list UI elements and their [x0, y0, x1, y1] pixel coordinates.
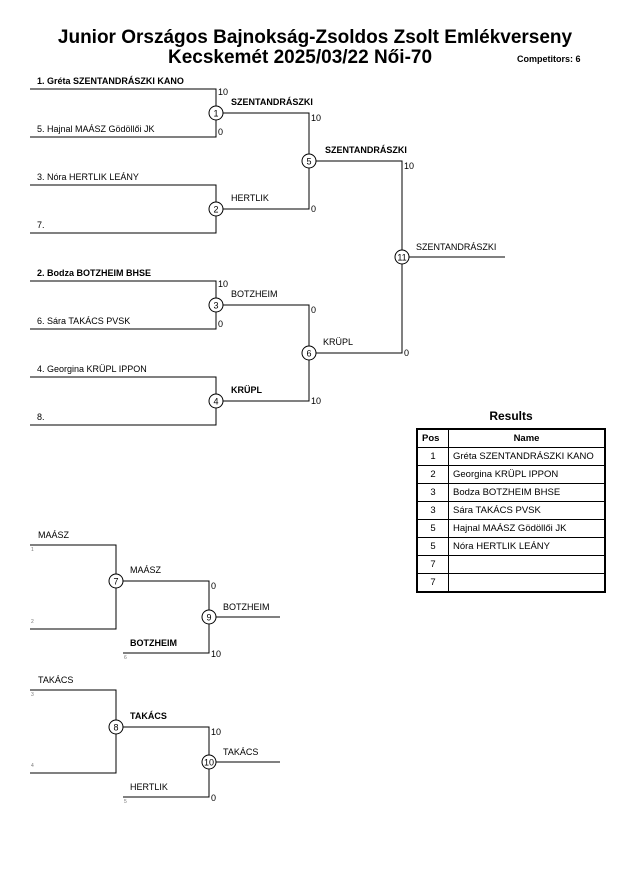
score: 0 [218, 127, 223, 137]
score: 0 [218, 319, 223, 329]
result-name: Nóra HERTLIK LEÁNY [448, 537, 606, 556]
match-winner: SZENTANDRÁSZKI [325, 145, 407, 155]
score: 10 [311, 396, 321, 406]
rep-entry-seed: 1 [31, 547, 34, 553]
match-winner: BOTZHEIM [223, 602, 270, 612]
match-number: 9 [206, 613, 211, 623]
result-name [448, 555, 606, 574]
rep-entry-label: MAÁSZ [38, 530, 70, 540]
rep-opponent: BOTZHEIM [130, 638, 177, 648]
match-number: 3 [213, 301, 218, 311]
entry-label: 6. Sára TAKÁCS PVSK [37, 316, 130, 326]
entry-label: 4. Georgina KRÜPL IPPON [37, 364, 147, 374]
result-pos: 5 [416, 537, 449, 556]
results-title: Results [489, 409, 533, 423]
score: 10 [218, 279, 228, 289]
entry-label: 8. [37, 412, 45, 422]
results-header-pos: Pos [416, 428, 449, 448]
entry-label: 7. [37, 220, 45, 230]
match-circle [394, 249, 410, 265]
match-number: 11 [397, 253, 406, 263]
match-winner: KRÜPL [231, 385, 263, 395]
rep-entry-seed: 3 [31, 692, 34, 698]
match-winner: SZENTANDRÁSZKI [416, 242, 496, 252]
bracket-line [30, 184, 217, 234]
match-winner: BOTZHEIM [231, 289, 278, 299]
result-pos: 3 [416, 483, 449, 502]
rep-entry-seed: 5 [124, 799, 127, 805]
match-winner: TAKÁCS [223, 747, 258, 757]
entry-label: 3. Nóra HERTLIK LEÁNY [37, 172, 139, 182]
score: 10 [218, 87, 228, 97]
score: 0 [311, 204, 316, 214]
match-number: 2 [213, 205, 218, 215]
match-winner: MAÁSZ [130, 565, 162, 575]
result-pos: 1 [416, 447, 449, 466]
result-pos: 7 [416, 555, 449, 574]
rep-entry-label: TAKÁCS [38, 675, 73, 685]
match-winner: KRÜPL [323, 337, 353, 347]
result-name: Georgina KRÜPL IPPON [448, 465, 606, 484]
result-pos: 2 [416, 465, 449, 484]
result-name: Bodza BOTZHEIM BHSE [448, 483, 606, 502]
score: 10 [211, 727, 221, 737]
results-header-row: Pos Name [416, 428, 606, 448]
match-number: 8 [113, 723, 118, 733]
bracket-line [30, 544, 117, 630]
match-winner: SZENTANDRÁSZKI [231, 97, 313, 107]
rep-entry-seed: 4 [31, 763, 34, 769]
match-number: 6 [306, 349, 311, 359]
score: 10 [404, 161, 414, 171]
bracket-line [316, 160, 403, 354]
event-subtitle: Kecskemét 2025/03/22 Női-70 [167, 47, 433, 68]
rep-entry-seed: 6 [124, 655, 127, 661]
match-number: 4 [213, 397, 218, 407]
tournament-title: Junior Országos Bajnokság-Zsoldos Zsolt … [57, 27, 573, 48]
table-row: 7 [416, 555, 606, 574]
score: 10 [311, 113, 321, 123]
entry-label: 2. Bodza BOTZHEIM BHSE [37, 268, 151, 278]
competitors-count: Competitors: 6 [517, 54, 581, 64]
rep-entry-seed: 2 [31, 619, 34, 625]
score: 0 [211, 793, 216, 803]
entry-label: 5. Hajnal MAÁSZ Gödöllői JK [37, 124, 155, 134]
match-number: 7 [113, 577, 118, 587]
score: 0 [404, 348, 409, 358]
results-header-name: Name [448, 428, 606, 448]
bracket-line [30, 689, 117, 774]
result-name: Hajnal MAÁSZ Gödöllői JK [448, 519, 606, 538]
match-number: 10 [204, 758, 214, 768]
score: 10 [211, 649, 221, 659]
score: 0 [211, 581, 216, 591]
result-pos: 5 [416, 519, 449, 538]
result-name [448, 573, 606, 593]
bracket-line [30, 376, 217, 426]
result-pos: 7 [416, 573, 449, 593]
result-name: Gréta SZENTANDRÁSZKI KANO [448, 447, 606, 466]
score: 0 [311, 305, 316, 315]
match-number: 5 [306, 157, 311, 167]
entry-label: 1. Gréta SZENTANDRÁSZKI KANO [37, 76, 184, 86]
table-row: 7 [416, 573, 606, 593]
result-pos: 3 [416, 501, 449, 520]
match-winner: TAKÁCS [130, 711, 167, 721]
rep-opponent: HERTLIK [130, 782, 168, 792]
result-name: Sára TAKÁCS PVSK [448, 501, 606, 520]
match-winner: HERTLIK [231, 193, 269, 203]
match-number: 1 [213, 109, 218, 119]
